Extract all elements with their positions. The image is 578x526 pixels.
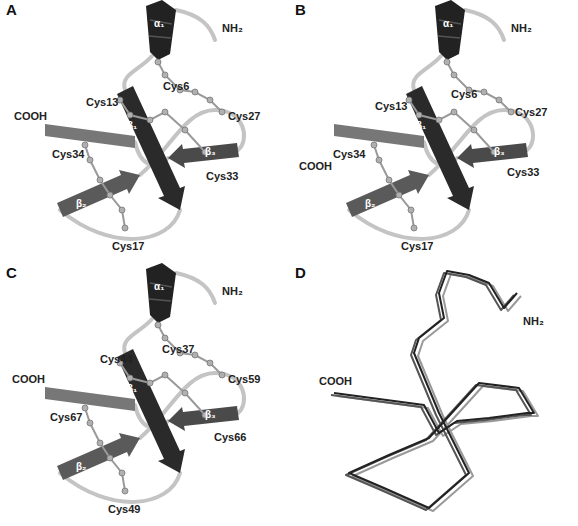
residue-label: Cys17: [401, 240, 433, 252]
residue-label: β₂: [76, 198, 87, 210]
residue-label: α₁: [154, 18, 164, 30]
ribbon-b: [334, 0, 533, 239]
residue-label: Cys67: [50, 411, 82, 423]
superposition: [331, 271, 538, 511]
residue-label: NH₂: [222, 285, 243, 297]
residue-label: Cys13: [375, 100, 407, 112]
residue-label: Cys59: [228, 373, 260, 385]
residue-label: Cys34: [52, 148, 84, 160]
panel-letter: C: [6, 267, 17, 279]
residue-label: NH₂: [523, 315, 544, 327]
residue-label: COOH: [14, 110, 47, 122]
residue-label: β₃: [494, 146, 505, 158]
residue-label: NH₂: [511, 22, 532, 34]
residue-label: NH₂: [222, 22, 243, 34]
panel-letter: D: [295, 267, 306, 279]
residue-label: β₂: [365, 198, 376, 210]
residue-label: α₁: [154, 281, 164, 293]
residue-label: Cys13: [86, 96, 118, 108]
panel-letter: B: [295, 4, 306, 16]
residue-label: Cys6: [451, 88, 477, 100]
residue-label: Cys37: [162, 343, 194, 355]
residue-label: Cys44: [100, 353, 132, 365]
panel-letter: A: [6, 4, 17, 16]
residue-label: β₁: [127, 383, 137, 395]
residue-label: α₁: [443, 18, 453, 30]
residue-label: Cys27: [228, 110, 260, 122]
residue-label: Cys49: [108, 503, 140, 515]
residue-label: β₂: [76, 461, 87, 473]
residue-label: Cys33: [206, 170, 238, 182]
residue-label: Cys34: [333, 148, 365, 160]
residue-label: COOH: [299, 160, 332, 172]
residue-label: Cys17: [112, 240, 144, 252]
residue-label: Cys27: [515, 106, 547, 118]
residue-label: β₁: [127, 120, 137, 132]
residue-label: Cys66: [214, 431, 246, 443]
ribbon-a: [45, 0, 244, 239]
residue-label: Cys6: [163, 80, 189, 92]
residue-label: β₁: [416, 120, 426, 132]
residue-label: β₃: [205, 146, 216, 158]
residue-label: β₃: [205, 409, 216, 421]
residue-label: Cys33: [507, 166, 539, 178]
residue-label: COOH: [12, 373, 45, 385]
ribbon-c: [45, 263, 244, 502]
residue-label: COOH: [319, 375, 352, 387]
